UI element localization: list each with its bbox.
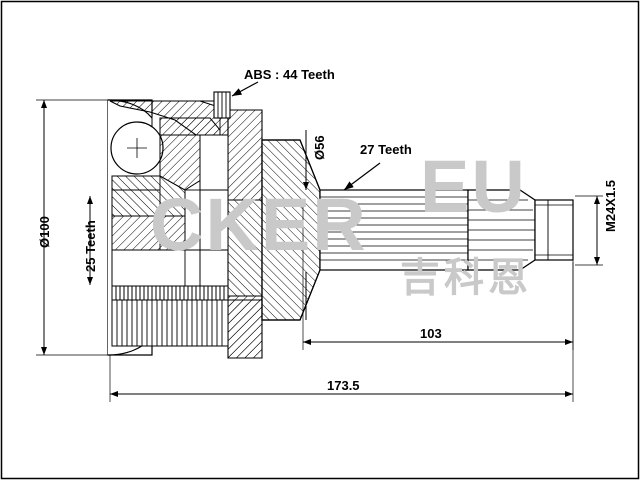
label-length-103: 103 <box>420 326 442 341</box>
stub-shaft <box>261 139 574 321</box>
label-27-teeth: 27 Teeth <box>360 142 412 157</box>
label-thread-m24: M24X1.5 <box>603 179 618 232</box>
abs-ring-top-detail <box>213 91 231 119</box>
label-25-teeth: 25 Teeth <box>83 220 98 272</box>
label-abs-teeth: ABS : 44 Teeth <box>244 67 335 82</box>
label-length-173-5: 173.5 <box>327 378 360 393</box>
label-diameter-56: Ø56 <box>312 135 327 160</box>
label-diameter-100: Ø100 <box>37 216 52 248</box>
abs-tone-ring <box>111 285 263 359</box>
dimension-lines <box>36 81 603 402</box>
